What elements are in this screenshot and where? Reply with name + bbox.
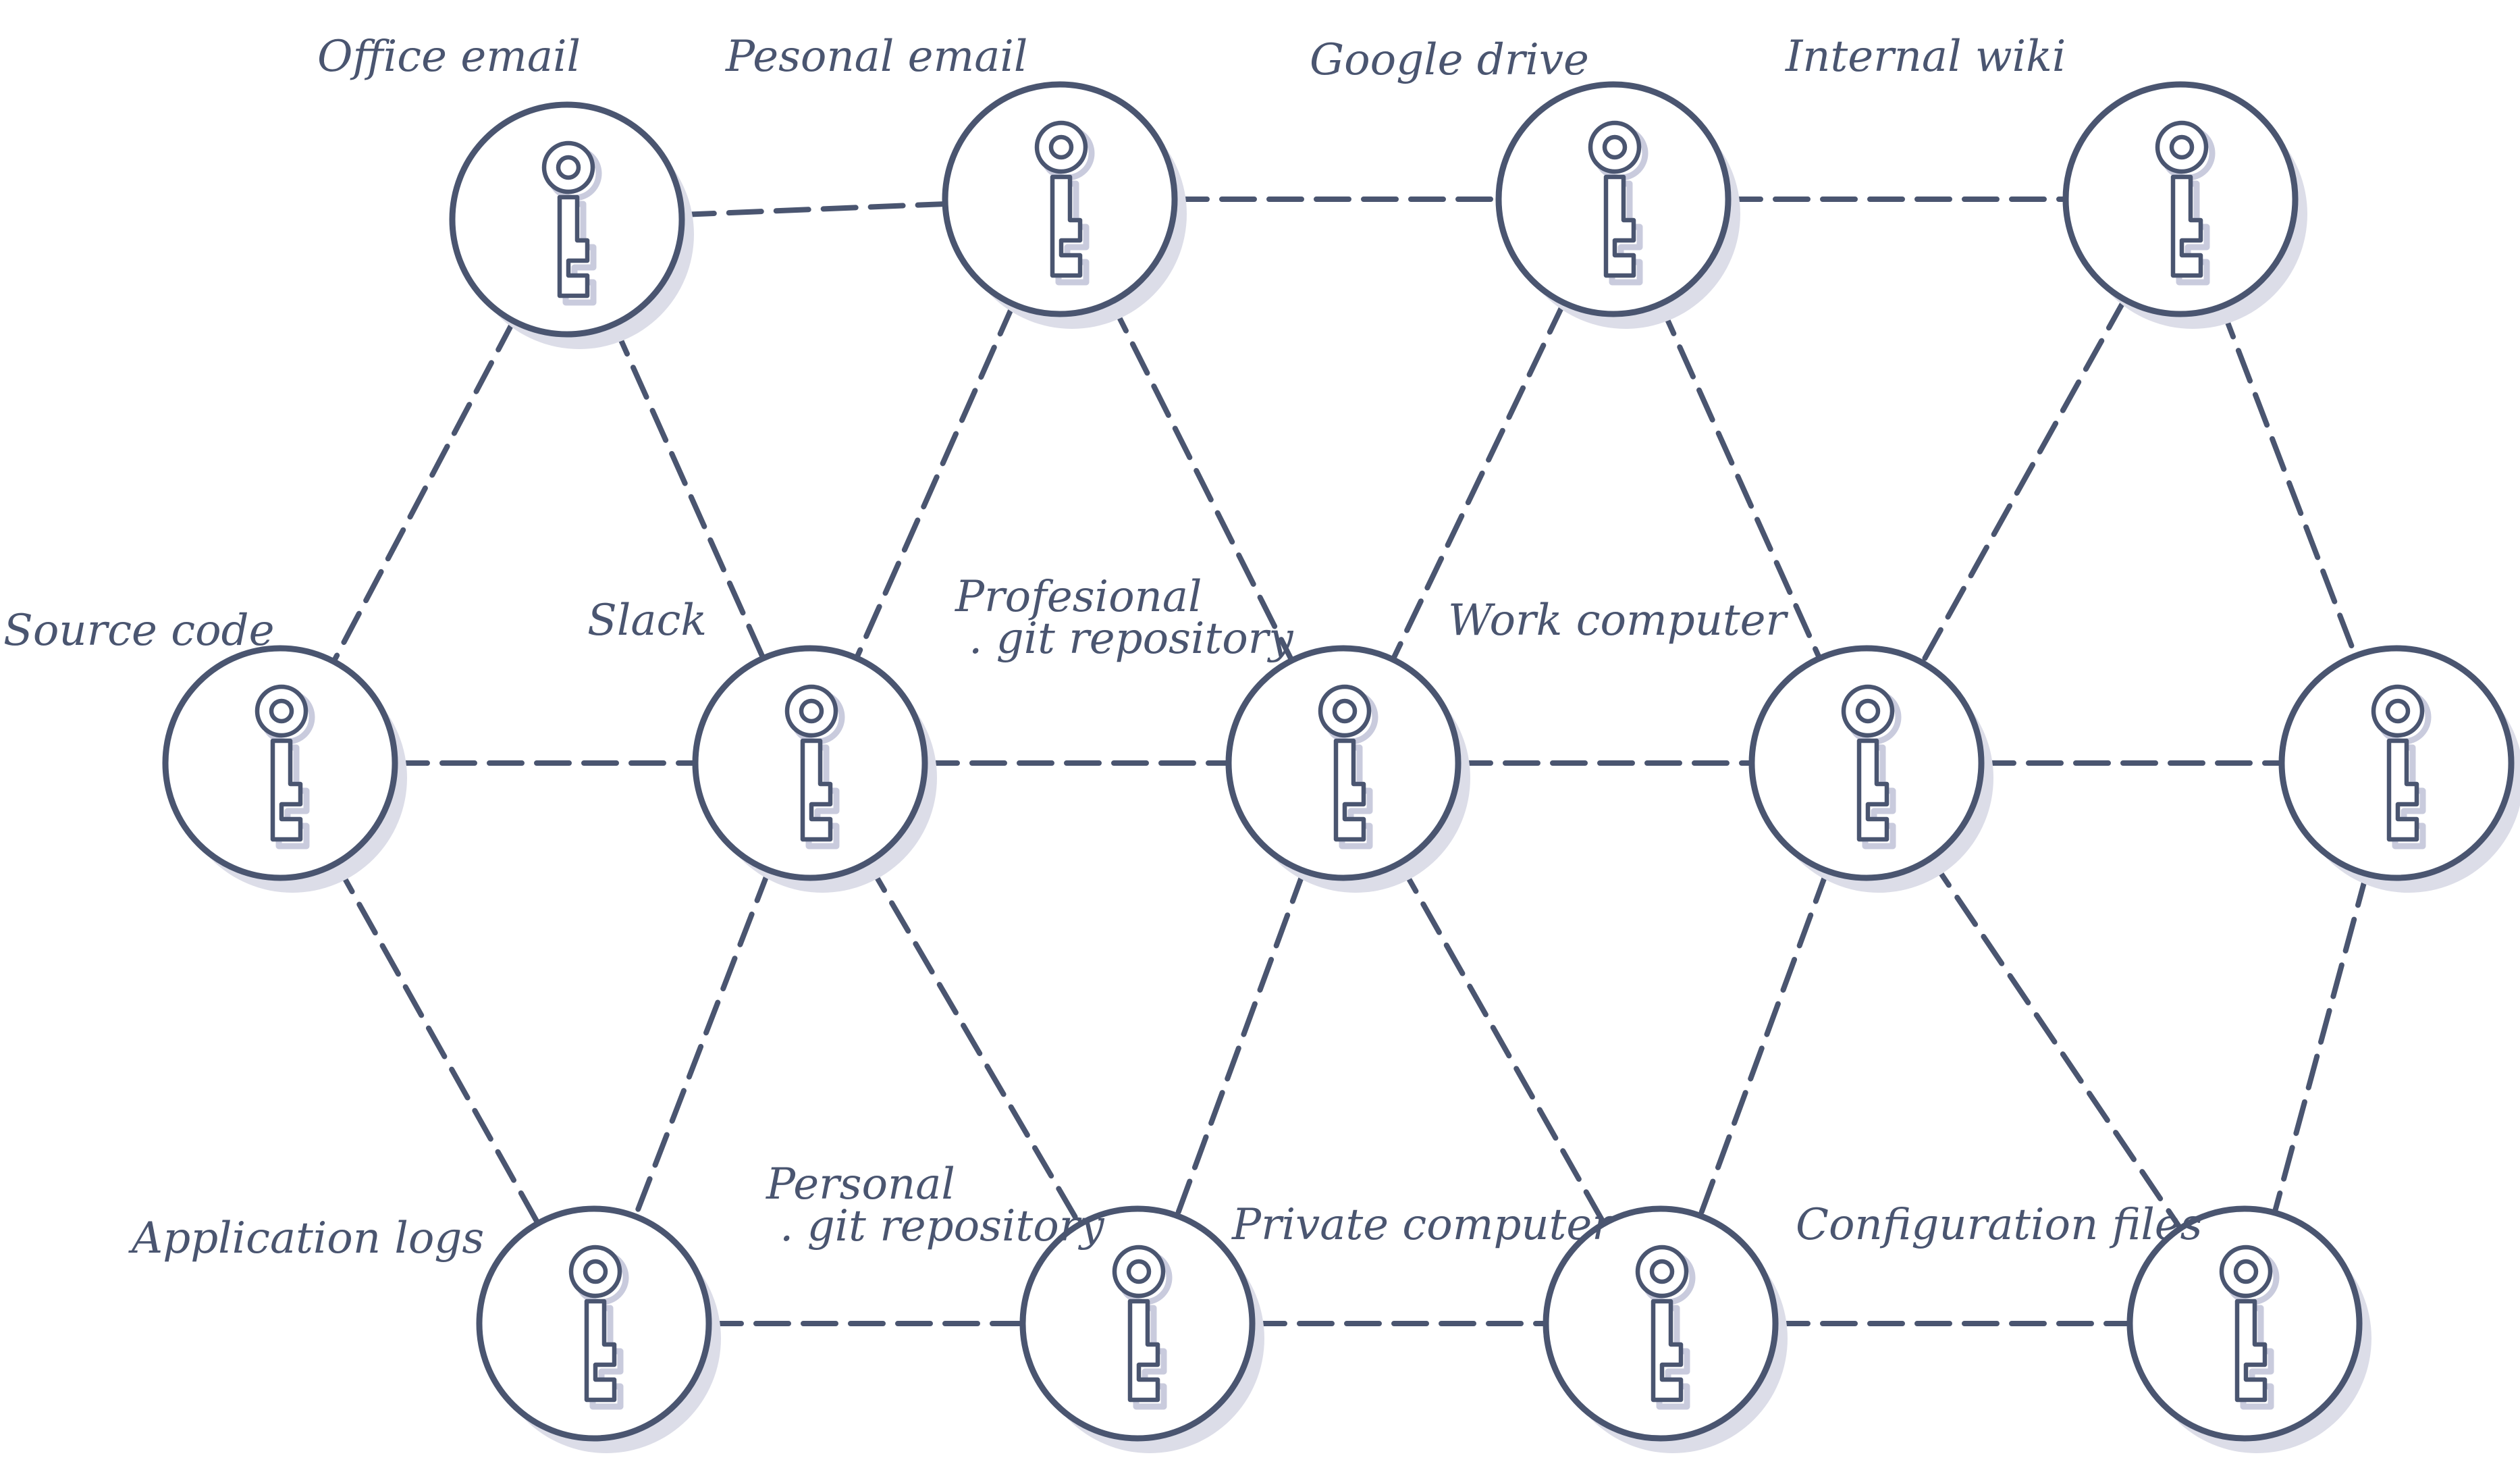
node-label: Work computer [1448,596,1789,646]
node-label: Google drive [1310,35,1589,85]
node-label: Office email [317,32,581,82]
node-label: Source code [3,606,274,656]
connection-line [853,301,1017,661]
node-slack [692,645,937,893]
connection-line [611,321,766,661]
connection-line [333,860,541,1226]
node-profesional-git [1225,645,1470,893]
node-google-drive [1495,81,1740,329]
connection-line [1919,296,2128,666]
connection-line [1657,301,1823,661]
node-application-logs [476,1205,721,1453]
node-source-code [162,645,407,893]
connection-line [678,201,948,218]
node-label: Profesional [955,572,1202,622]
connection-line [331,318,516,664]
node-label: Configuration files [1796,1200,2203,1250]
node-label: Pesonal email [725,32,1027,82]
node-work-computer [1748,645,1993,893]
node-label: Internal wiki [1785,32,2066,82]
connection-line [865,859,1083,1228]
connection-line [1174,868,1307,1219]
node-label: Slack [587,596,707,646]
connection-line [1397,860,1607,1227]
node-row2-right [2278,645,2520,893]
node-label: Application logs [128,1213,484,1263]
node-private-computer [1543,1205,1788,1453]
node-office-email [449,101,694,349]
connection-line [633,867,772,1220]
connection-lines [331,197,2369,1326]
node-pesonal-email [942,81,1187,329]
connection-line [2218,303,2359,659]
node-configuration-files [2126,1205,2371,1453]
key-nodes: Office email Pesonal email Google drive Int… [3,32,2520,1453]
connection-line [1928,855,2183,1232]
connection-line [1390,300,1567,662]
node-label: Private computer [1231,1200,1615,1250]
node-personal-git [1019,1205,1264,1453]
connection-line [2272,871,2369,1215]
node-label: . git repository [969,614,1293,664]
connection-line [1697,868,1830,1219]
node-label: . git repository [780,1201,1104,1251]
connection-line [1108,298,1295,664]
node-internal-wiki [2062,81,2307,329]
node-label: Personal [766,1159,955,1209]
